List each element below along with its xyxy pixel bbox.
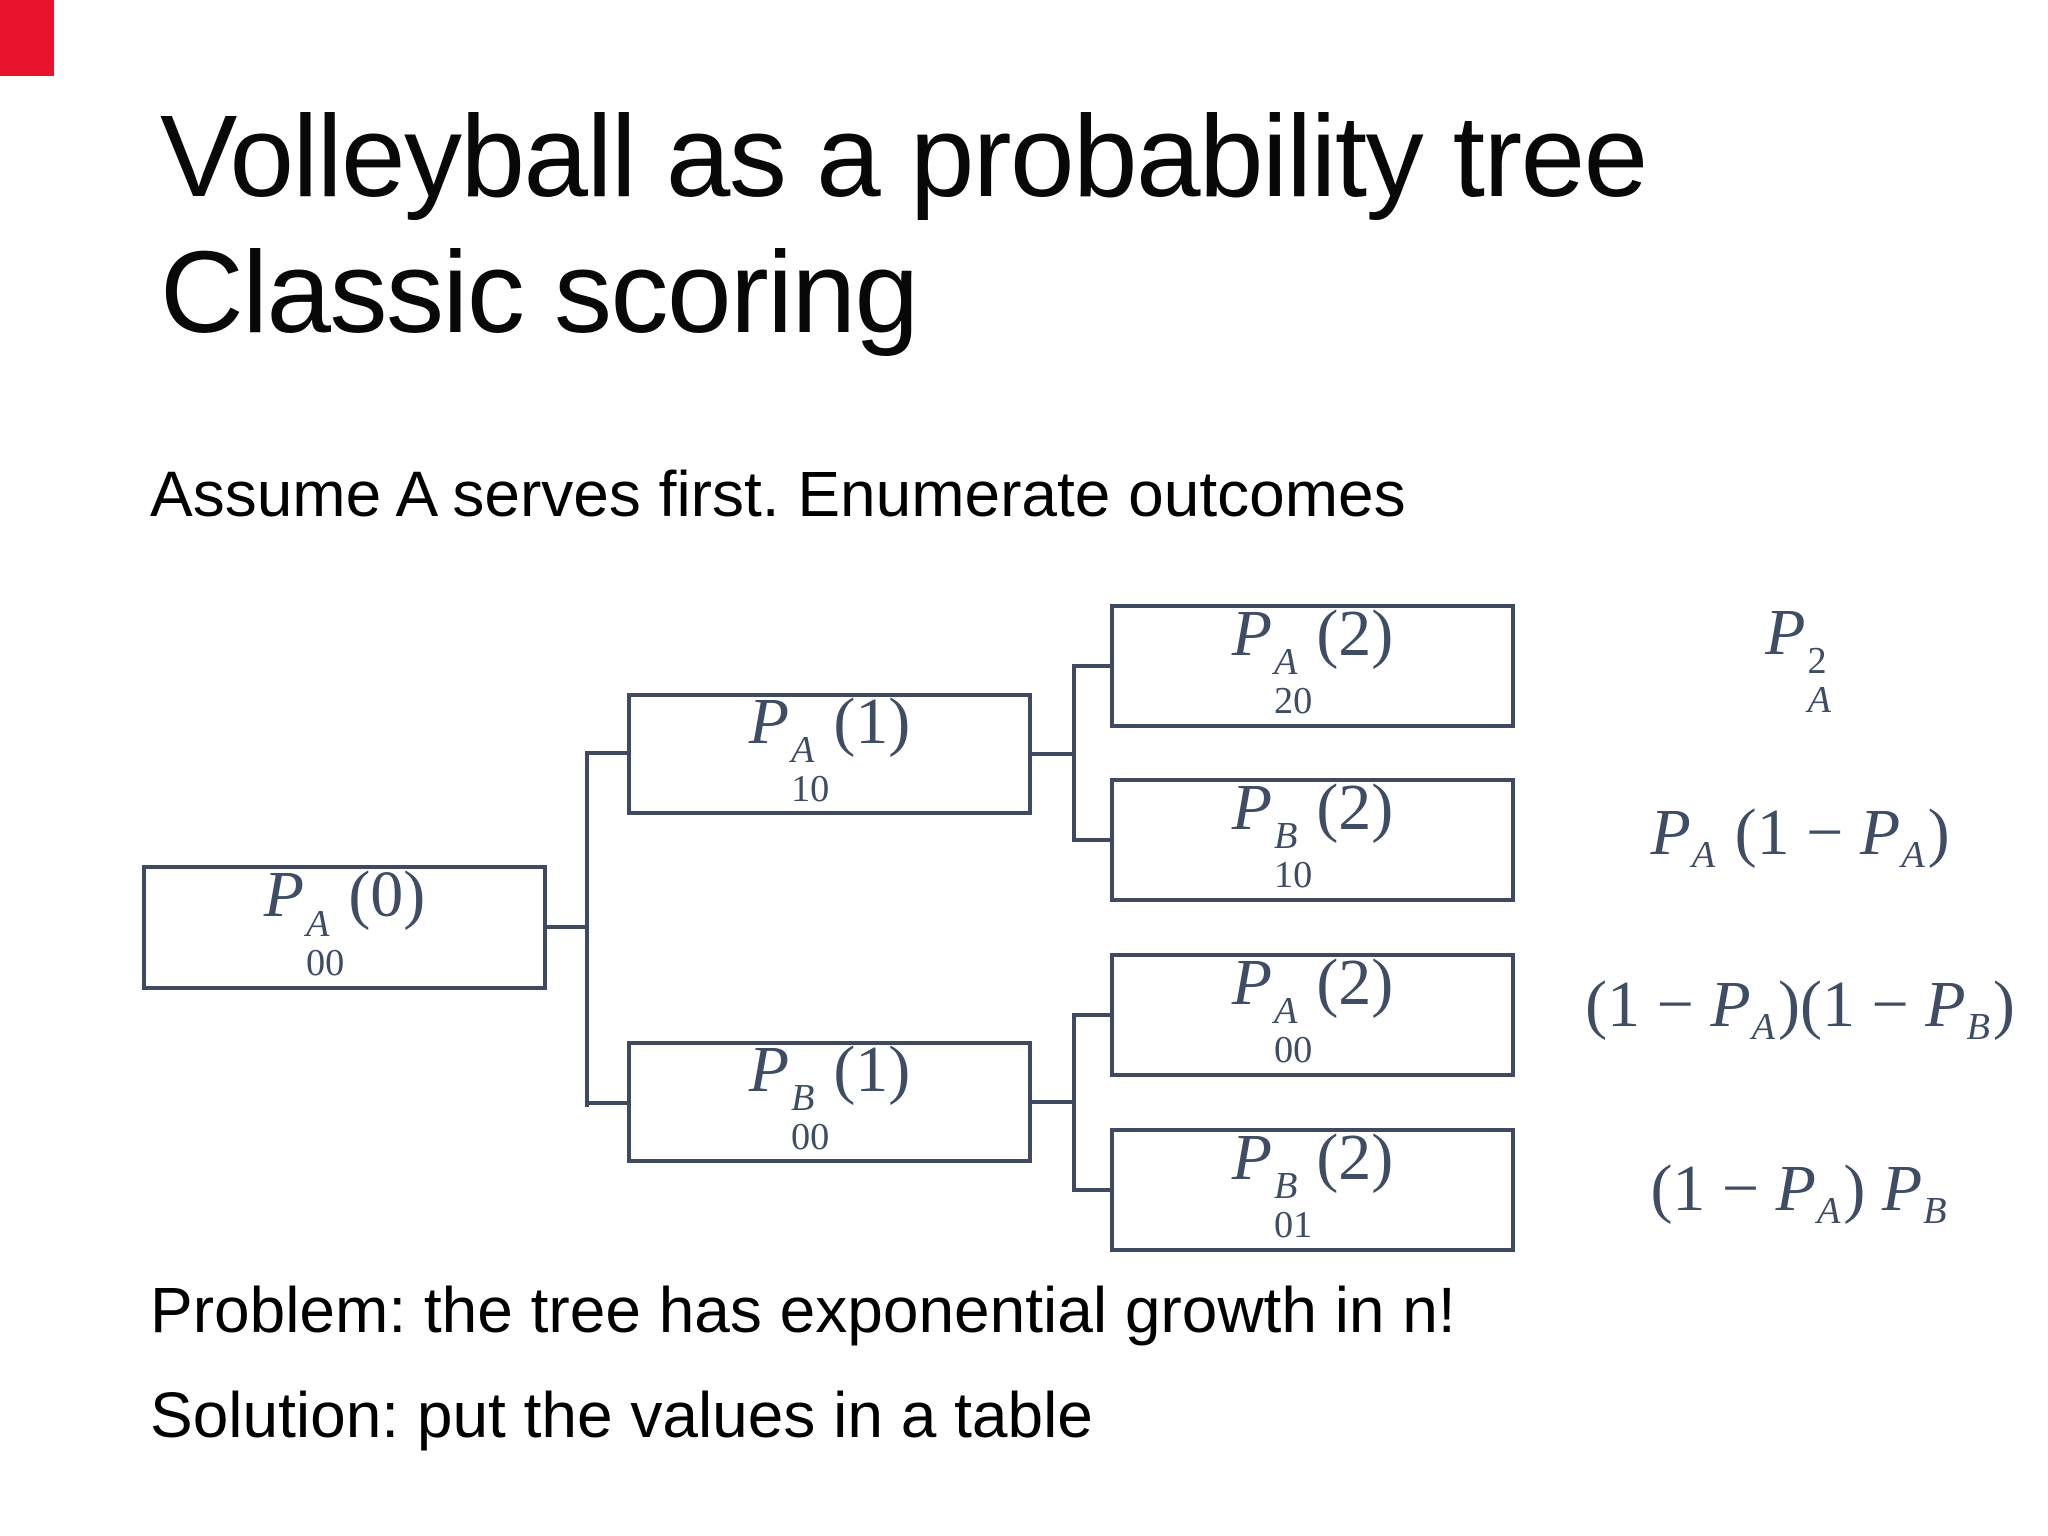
math-subscript: A xyxy=(1691,834,1716,877)
math-subscript: 00 xyxy=(306,941,345,984)
math-subscript: 00 xyxy=(791,1116,830,1159)
math-argument: (1) xyxy=(833,1032,911,1106)
outcome-formula-3-label: (1 − PA)(1 − PB) xyxy=(1585,967,2015,1049)
math-superscript: B xyxy=(1274,815,1298,858)
math-subscript: 00 xyxy=(1274,1029,1313,1072)
math-argument: (2) xyxy=(1316,1120,1394,1194)
problem-text: Problem: the tree has exponential growth… xyxy=(150,1274,1456,1346)
connector-bracket1-parent-stub xyxy=(1032,752,1072,756)
solution-text: Solution: put the values in a table xyxy=(150,1379,1093,1451)
title-line-2: Classic scoring xyxy=(160,227,919,357)
connector-bracket1-spine xyxy=(1072,664,1076,842)
math-superscript: A xyxy=(791,729,815,772)
math-argument: (1) xyxy=(833,684,911,758)
math-base: P xyxy=(1765,595,1806,669)
math-superscript: B xyxy=(791,1077,815,1120)
math-subscript: A xyxy=(1807,679,1831,722)
math-base: P xyxy=(748,684,790,758)
math-base: P xyxy=(1231,770,1273,844)
connector-bracket2-parent-stub xyxy=(1032,1100,1072,1104)
math-superscript: 2 xyxy=(1807,640,1827,683)
connector-bracket2-child2-stub xyxy=(1076,1188,1110,1192)
connector-l1-bottom-stub xyxy=(589,1101,627,1105)
connector-root-stub xyxy=(547,925,587,929)
outcome-formula-2-label: PA (1 − PA) xyxy=(1650,795,1950,877)
math-subscript: 20 xyxy=(1274,680,1313,723)
math-argument: (2) xyxy=(1316,770,1394,844)
math-base: P xyxy=(1231,1120,1273,1194)
math-superscript: A xyxy=(1274,641,1298,684)
subtitle-text: Assume A serves first. Enumerate outcome… xyxy=(150,458,1406,530)
slide-title: Volleyball as a probability tree Classic… xyxy=(160,88,1648,360)
connector-root-spine xyxy=(585,751,589,1107)
connector-bracket1-child2-stub xyxy=(1076,838,1110,842)
math-subscript: 10 xyxy=(791,768,830,811)
outcome-formula-4-label: (1 − PA) PB xyxy=(1650,1151,1947,1233)
math-argument: (2) xyxy=(1316,945,1394,1019)
math-superscript: A xyxy=(1274,990,1298,1033)
outcome-formula-4: (1 − PA) PB xyxy=(1540,1138,2048,1248)
math-subscript: B xyxy=(1966,1006,1990,1049)
math-superscript: A xyxy=(306,902,330,945)
math-subscript: A xyxy=(1816,1190,1841,1233)
math-base: P xyxy=(748,1032,790,1106)
math-subscript: B xyxy=(1923,1190,1947,1233)
math-base: P xyxy=(1231,945,1273,1019)
red-corner-marker xyxy=(0,0,54,76)
connector-bracket2-child1-stub xyxy=(1076,1013,1110,1017)
math-superscript: B xyxy=(1274,1165,1298,1208)
connector-bracket1-child1-stub xyxy=(1076,664,1110,668)
math-subscript: A xyxy=(1751,1006,1776,1049)
connector-bracket2-spine xyxy=(1072,1013,1076,1192)
outcome-formula-3: (1 − PA)(1 − PB) xyxy=(1540,954,2048,1064)
math-base: P xyxy=(263,858,305,932)
math-subscript: A xyxy=(1901,834,1925,877)
math-subscript: 01 xyxy=(1274,1204,1313,1247)
outcome-formula-2: PA (1 − PA) xyxy=(1540,782,2048,892)
title-line-1: Volleyball as a probability tree xyxy=(160,91,1648,221)
math-subscript: 10 xyxy=(1274,854,1313,897)
math-argument: (2) xyxy=(1316,596,1394,670)
connector-l1-top-stub xyxy=(589,751,627,755)
math-argument: (0) xyxy=(348,858,426,932)
math-base: P xyxy=(1231,596,1273,670)
